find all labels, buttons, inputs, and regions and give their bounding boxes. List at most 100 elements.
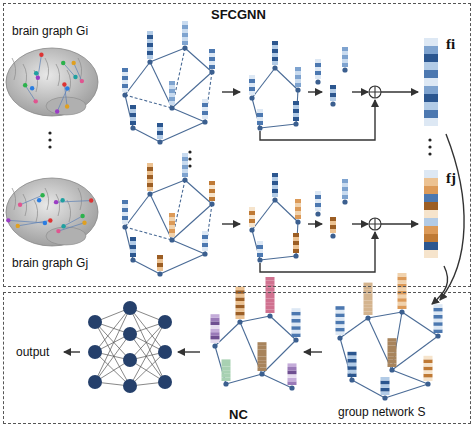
feature-cell: [336, 331, 345, 335]
graph-edge: [392, 336, 438, 370]
feature-cell: [336, 317, 345, 321]
brain-sulcus: [34, 200, 38, 222]
brain-region: [65, 86, 69, 90]
feature-cell: [236, 301, 245, 305]
feature-cell: [336, 306, 345, 310]
feature-cell: [330, 217, 336, 221]
feature-cell: [342, 63, 348, 67]
feature-cell: [122, 88, 128, 92]
brain-region: [48, 218, 52, 222]
feature-cell: [122, 72, 128, 76]
graph-edge: [368, 312, 402, 318]
feature-vector: [424, 70, 438, 78]
feature-cell: [292, 330, 301, 334]
arrow: [304, 351, 322, 352]
feature-cell: [258, 357, 267, 361]
feature-cell: [364, 293, 373, 297]
arrow: [222, 91, 240, 92]
graph-edge: [172, 240, 205, 254]
arrow: [178, 351, 200, 352]
brain-sulcus: [23, 64, 27, 86]
feature-cell: [182, 37, 188, 41]
feature-cell: [130, 105, 136, 109]
feature-cell: [272, 177, 278, 181]
feature-vector: [424, 178, 438, 186]
feature-cell: [398, 305, 407, 309]
feature-cell: [292, 326, 301, 330]
feature-cell: [130, 241, 136, 245]
feature-cell: [342, 59, 348, 63]
feature-cell: [122, 76, 128, 80]
brain-region: [60, 198, 64, 202]
graph-node: [293, 253, 298, 258]
feature-cell: [157, 135, 163, 139]
arrow: [352, 91, 368, 92]
feature-cell: [348, 359, 357, 363]
feature-cell: [249, 91, 255, 95]
feature-cell: [424, 363, 433, 367]
brain-region: [82, 221, 86, 225]
feature-cell: [236, 287, 245, 291]
brain-sulcus: [56, 64, 60, 86]
brain-region: [73, 75, 77, 79]
graph-node: [249, 95, 254, 100]
arrow: [432, 266, 448, 304]
feature-cell: [249, 211, 255, 215]
feature-cell: [388, 342, 397, 346]
graph-edge: [352, 380, 385, 398]
feature-cell: [169, 217, 175, 221]
feature-cell: [258, 346, 267, 350]
graph-node: [295, 219, 300, 224]
graph-node: [130, 125, 135, 130]
feature-cell: [424, 367, 433, 371]
feature-cell: [266, 281, 275, 285]
feature-cell: [266, 302, 275, 306]
brain-sulcus: [45, 58, 49, 80]
feature-cell: [293, 241, 299, 245]
feature-cell: [295, 207, 301, 211]
feature-cell: [315, 207, 321, 211]
brain-connection: [58, 223, 84, 231]
graph-node: [399, 309, 404, 314]
feature-cell: [182, 157, 188, 161]
feature-cell: [434, 319, 443, 323]
feature-cell: [398, 277, 407, 281]
feature-cell: [364, 311, 373, 315]
brain-image: [6, 48, 98, 116]
graph-node: [289, 385, 294, 390]
feature-vector: [424, 118, 438, 126]
feature-cell: [330, 93, 336, 97]
brain-sulcus: [67, 200, 71, 222]
feature-cell: [182, 165, 188, 169]
arrow: [222, 223, 240, 224]
graph-edge: [260, 124, 296, 128]
feature-cell: [398, 302, 407, 306]
brain-connection: [64, 216, 83, 226]
graph-node: [257, 125, 262, 130]
feature-cell: [147, 43, 153, 47]
brain-region: [61, 224, 65, 228]
ellipsis-dot: [428, 138, 431, 141]
feature-cell: [169, 81, 175, 85]
brain-region: [34, 71, 38, 75]
feature-cell: [288, 378, 297, 382]
feature-cell: [364, 283, 373, 287]
feature-cell: [336, 321, 345, 325]
brain-region: [6, 218, 10, 222]
feature-cell: [342, 55, 348, 59]
arrow: [352, 223, 368, 224]
nn-neuron: [88, 315, 102, 329]
brain-region: [23, 83, 27, 87]
feature-cell: [424, 370, 433, 374]
brain-region: [62, 82, 66, 86]
nn-neuron: [158, 375, 172, 389]
feature-cell: [295, 79, 301, 83]
feature-cell: [209, 181, 215, 185]
feature-cell: [424, 356, 433, 360]
feature-cell: [122, 84, 128, 88]
feature-cell: [257, 109, 263, 113]
graph-node: [330, 101, 335, 106]
feature-cell: [272, 41, 278, 45]
feature-cell: [169, 97, 175, 101]
graph-node: [295, 87, 300, 92]
